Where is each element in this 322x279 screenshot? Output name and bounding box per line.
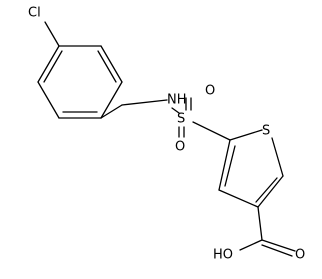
bond-s-thiophene	[192, 121, 231, 141]
sulfonyl-sulfur-label: S	[177, 112, 185, 127]
bond-c-o-carbonyl-a	[261, 239, 296, 252]
thiophene-c2-c3	[257, 175, 284, 208]
atom-labels: Cl NH S O O S O HO	[28, 6, 305, 263]
sulfonyl-oxygen-lower-label: O	[175, 140, 185, 155]
thiophene-s-c2	[271, 137, 284, 177]
bond-c-oh	[239, 239, 263, 251]
chlorine-label: Cl	[28, 6, 41, 21]
bond-c-o-carbonyl-b	[261, 244, 293, 257]
nh-label: NH	[167, 93, 187, 108]
thiophene-c4-c5	[218, 139, 231, 191]
bond-c3-cooh	[257, 206, 263, 241]
thiophene-double-c4-c5	[224, 145, 236, 187]
bond-ring-ch2	[100, 104, 123, 119]
ring-inner-bond-1	[43, 50, 63, 83]
bond-ch2-nh	[121, 99, 168, 106]
bond-lines	[37, 21, 296, 257]
bond-nh-s	[171, 107, 180, 114]
sulfonyl-oxygen-upper-label: O	[205, 84, 215, 99]
carbonyl-oxygen-label: O	[295, 248, 305, 263]
thiophene-c5-s	[229, 129, 263, 141]
hydroxyl-label: HO	[213, 248, 233, 263]
ring-bond-c1-c2	[37, 45, 60, 83]
ring-bond-c3-c4	[100, 45, 123, 83]
ring-bond-c6-c1	[37, 81, 60, 119]
thiophene-c3-c4	[218, 189, 259, 208]
thiophene-sulfur-label: S	[262, 124, 270, 139]
ring-inner-bond-2	[97, 50, 117, 83]
ring-bond-c4-c5	[100, 81, 123, 119]
thiophene-double-c2-c3	[255, 177, 278, 203]
bond-c-cl	[44, 21, 60, 47]
